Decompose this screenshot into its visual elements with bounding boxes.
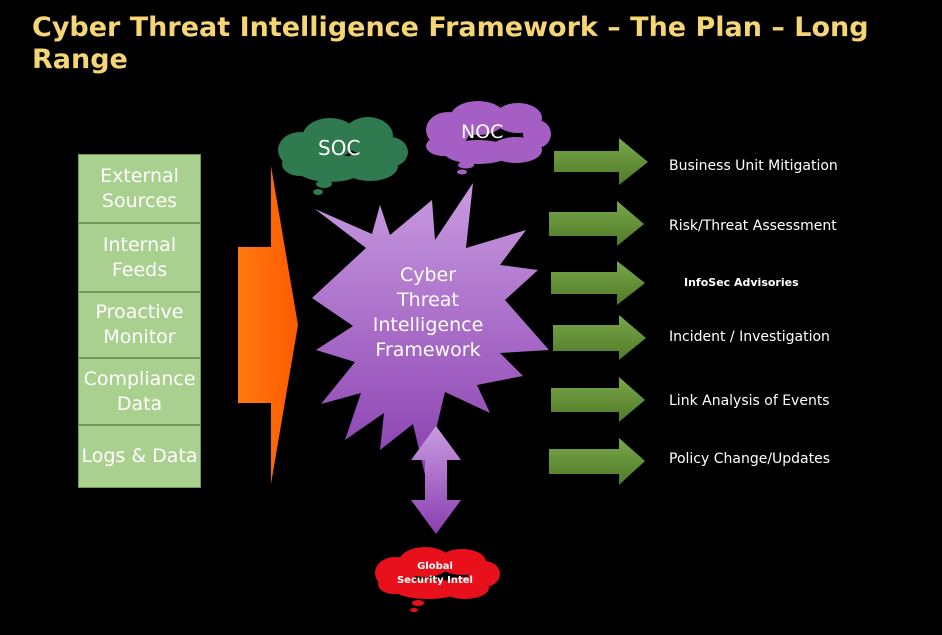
vertical-double-arrow <box>411 426 461 534</box>
framework-star <box>312 183 549 475</box>
output-arrow-4 <box>553 315 646 360</box>
big-orange-arrow <box>238 166 298 484</box>
global-security-label: Global Security Intel <box>396 561 473 586</box>
page-title: Cyber Threat Intelligence Framework – Th… <box>32 12 869 75</box>
output-arrows <box>549 138 648 485</box>
framework-label: Cyber Threat Intelligence Framework <box>372 264 484 361</box>
source-logs-data: Logs & Data <box>78 425 201 488</box>
output-arrow-3 <box>551 261 645 305</box>
noc-cloud <box>426 101 551 175</box>
global-security-cloud <box>375 547 500 612</box>
output-arrow-5 <box>551 377 645 422</box>
output-label-policy-change: Policy Change/Updates <box>669 451 831 467</box>
output-arrow-6 <box>549 438 645 485</box>
output-label-link-analysis: Link Analysis of Events <box>669 393 830 409</box>
output-label-risk-threat-assessment: Risk/Threat Assessment <box>669 218 837 234</box>
noc-label: NOC <box>461 121 504 143</box>
output-label-business-unit-mitigation: Business Unit Mitigation <box>669 158 838 174</box>
output-label-incident-investigation: Incident / Investigation <box>669 329 830 345</box>
output-arrow-2 <box>549 201 644 246</box>
output-label-infosec-advisories: InfoSec Advisories <box>684 276 799 289</box>
soc-label: SOC <box>318 136 361 160</box>
soc-cloud <box>278 117 408 195</box>
output-arrow-1 <box>554 138 648 185</box>
